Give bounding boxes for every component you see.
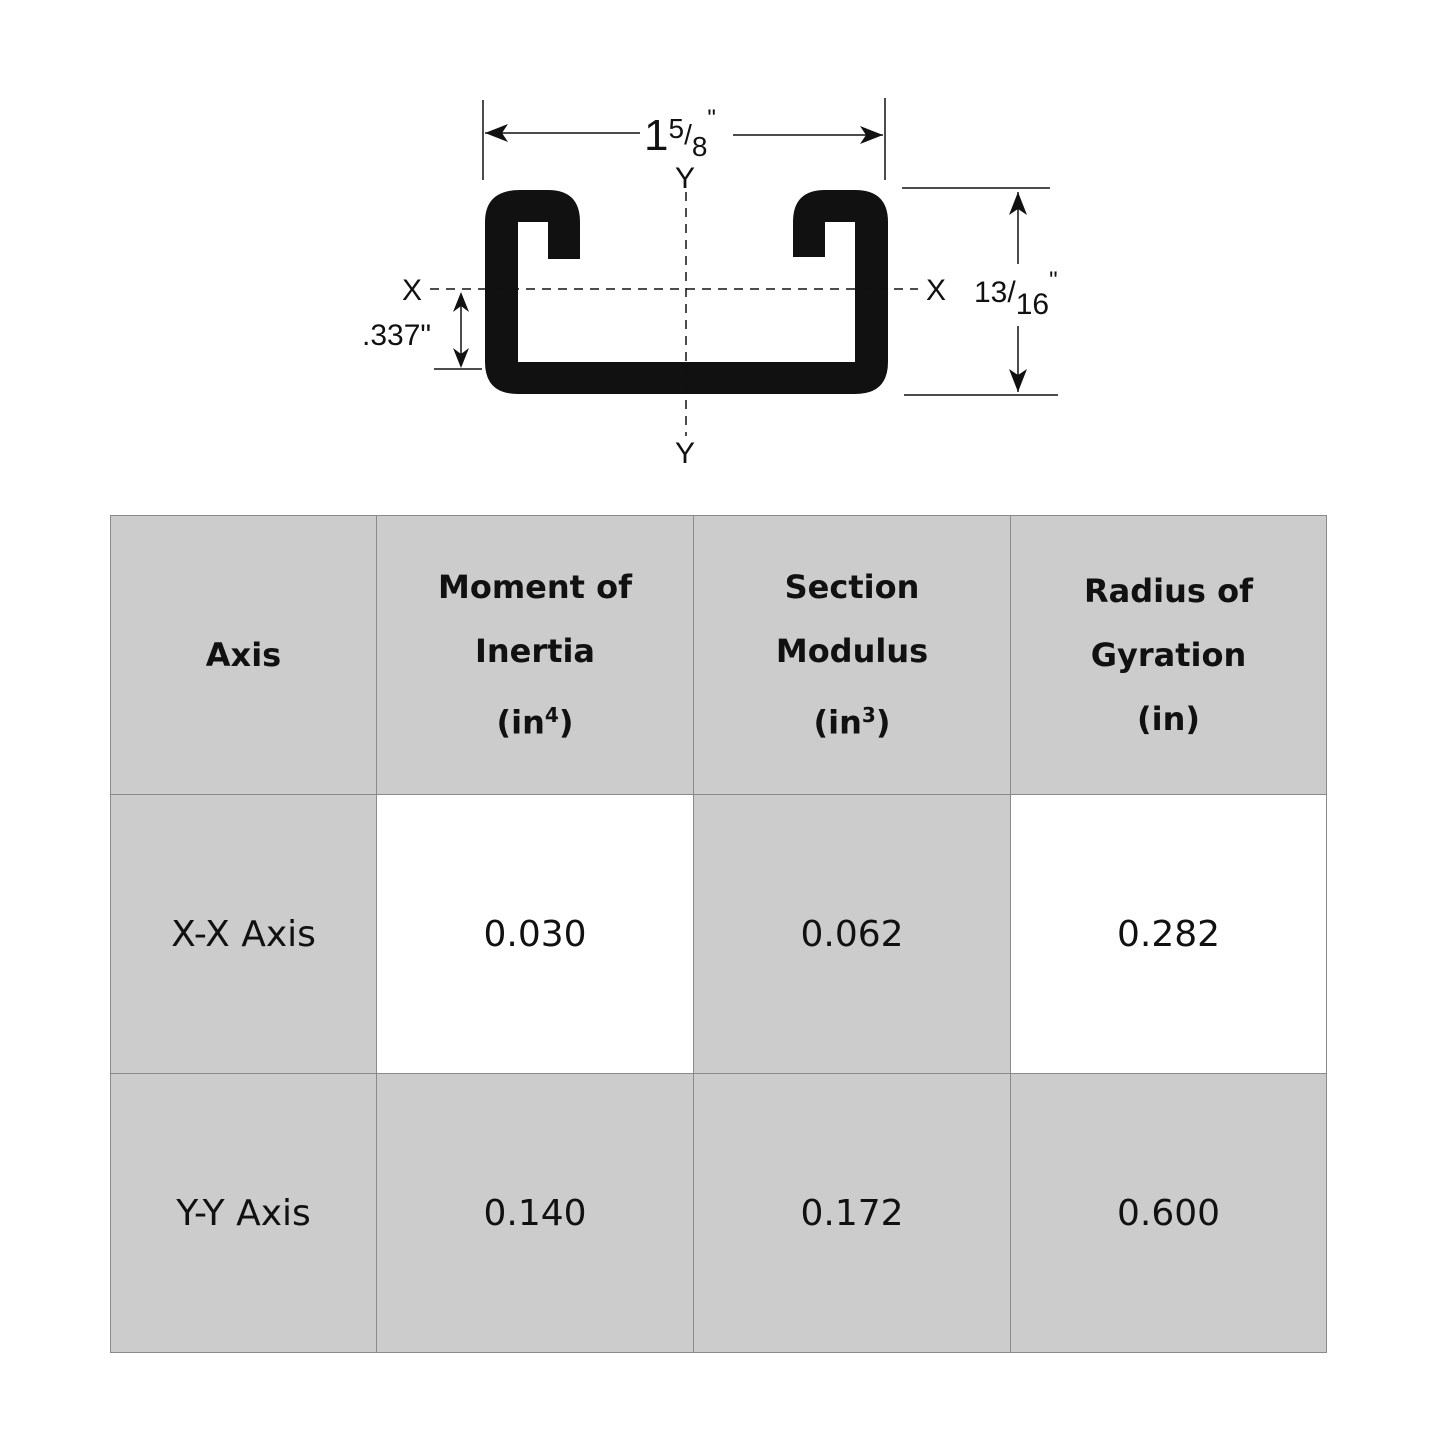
table-row: Y-Y Axis 0.140 0.172 0.600 <box>110 1073 1327 1353</box>
height-dimension-lines <box>902 187 1058 396</box>
offset-dimension-lines <box>434 292 482 370</box>
radius-cell: 0.282 <box>1010 794 1327 1074</box>
modulus-cell: 0.172 <box>693 1073 1011 1353</box>
moment-cell: 0.140 <box>376 1073 694 1353</box>
channel-cross-section-drawing: X X Y Y 15/8" 13/16" .337" <box>362 98 1058 470</box>
height-dimension-label: 13/16" <box>974 267 1058 321</box>
radius-cell: 0.600 <box>1010 1073 1327 1353</box>
header-axis: Axis <box>110 515 377 795</box>
table-row: X-X Axis 0.030 0.062 0.282 <box>110 794 1327 1074</box>
offset-dimension-label: .337" <box>362 319 431 352</box>
moment-cell: 0.030 <box>376 794 694 1074</box>
width-dimension-lines <box>482 98 886 180</box>
x-axis-label-left: X <box>402 274 422 307</box>
y-axis-label-top: Y <box>675 162 695 195</box>
modulus-cell: 0.062 <box>693 794 1011 1074</box>
y-axis-label-bottom: Y <box>675 437 695 470</box>
channel-profile <box>485 190 888 394</box>
axis-cell: Y-Y Axis <box>110 1073 377 1353</box>
width-dimension-label: 15/8" <box>644 105 716 162</box>
axis-cell: X-X Axis <box>110 794 377 1074</box>
axis-lines <box>430 192 918 436</box>
x-axis-label-right: X <box>926 274 946 307</box>
